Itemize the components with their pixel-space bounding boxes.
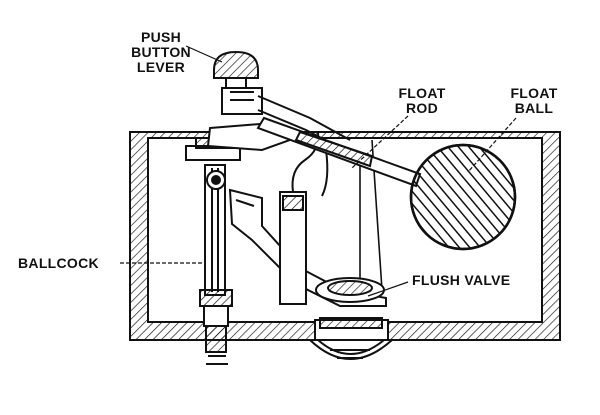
leader-float-rod — [351, 115, 409, 169]
flush-valve-outlet — [309, 317, 393, 360]
flush-valve-flapper — [315, 277, 385, 303]
float-ball — [409, 143, 517, 251]
flush-lever-arm — [228, 188, 387, 307]
leader-float-ball — [467, 117, 517, 173]
label-float-rod-line2: ROD — [405, 100, 438, 116]
float-rod — [256, 116, 422, 188]
leader-push-button-lever — [185, 45, 223, 63]
label-float-ball-line2: BALL — [514, 100, 554, 116]
label-float-ball: FLOAT BALL — [506, 86, 562, 116]
leader-lines — [120, 45, 517, 297]
label-push: PUSH — [140, 29, 182, 45]
tank-wall — [129, 131, 561, 341]
label-ballcock: BALLCOCK — [18, 255, 99, 271]
label-float-ball-line1: FLOAT — [510, 85, 558, 101]
label-lever: LEVER — [136, 59, 186, 75]
overflow-tube — [279, 131, 329, 305]
label-float-rod-line1: FLOAT — [398, 85, 446, 101]
leader-flush-valve — [367, 281, 409, 297]
label-flush-valve: FLUSH VALVE — [412, 272, 511, 288]
push-button-lever — [206, 50, 351, 153]
label-button: BUTTON — [131, 44, 191, 60]
label-push-button-lever: PUSH BUTTON LEVER — [130, 30, 192, 75]
label-float-rod: FLOAT ROD — [392, 86, 452, 116]
